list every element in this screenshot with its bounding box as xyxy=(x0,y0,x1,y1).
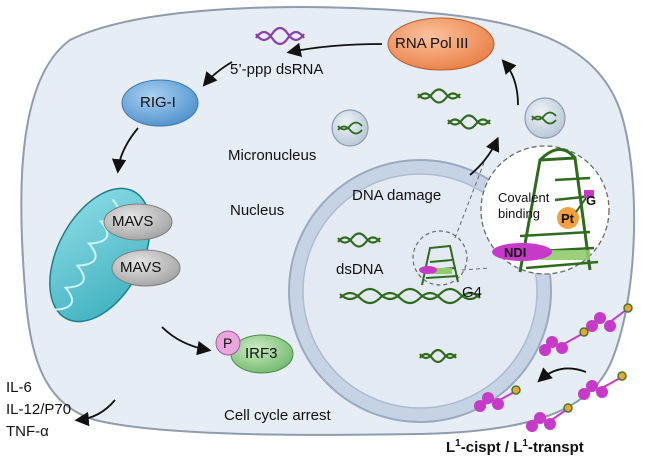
rig-i xyxy=(121,79,199,127)
dna-helix-icon xyxy=(337,232,381,248)
arrow-icon xyxy=(286,42,383,57)
compound-label: L1-cispt / L1-transpt xyxy=(446,438,584,456)
micronucleus xyxy=(524,97,566,139)
mavs xyxy=(111,249,181,287)
micronucleus xyxy=(331,109,369,147)
cytokine-label: IL-6 xyxy=(6,379,32,396)
rna-pol-iii xyxy=(387,17,495,71)
compound-label-superscript-1: 1 xyxy=(455,438,461,449)
dna-helix-icon xyxy=(339,287,481,305)
phosphate xyxy=(215,330,241,356)
cytokine-label: IL-12/P70 xyxy=(6,401,72,418)
covalent-binding-label: Covalent binding xyxy=(498,190,550,222)
arrow-icon xyxy=(111,127,139,174)
arrow-icon xyxy=(74,399,116,427)
dna-helix-icon xyxy=(447,114,491,130)
compound-label-superscript-2: 1 xyxy=(522,438,528,449)
mavs xyxy=(103,203,173,241)
cytokine-label: TNF-α xyxy=(6,423,49,440)
g4-label: G4 xyxy=(462,284,483,301)
rig-i-label: RIG-I xyxy=(140,94,176,111)
ppp-dsrna-label: 5’-ppp dsRNA xyxy=(230,61,324,78)
dna-helix-icon xyxy=(417,88,461,104)
cell-cycle-arrest-label: Cell cycle arrest xyxy=(224,407,331,424)
compound-label-prefix: L xyxy=(446,439,456,456)
g4-quadruplex-icon xyxy=(412,230,468,286)
compound-label-suffix: -transpt xyxy=(527,439,584,456)
nucleus-label: Nucleus xyxy=(230,202,285,219)
dsdna-label: dsDNA xyxy=(336,261,384,278)
arrow-icon xyxy=(469,136,500,176)
arrow-icon xyxy=(537,367,587,383)
dna-helix-icon xyxy=(419,348,457,364)
dna-damage-label: DNA damage xyxy=(352,187,442,204)
arrow-icon xyxy=(501,59,519,106)
g-label: G xyxy=(586,193,597,208)
rna-pol-iii-label: RNA Pol III xyxy=(395,35,469,52)
compound-label-middle: -cispt / L xyxy=(460,439,523,456)
arrow-icon xyxy=(161,326,212,356)
dsrna-icon xyxy=(255,26,305,46)
ndi-label: NDI xyxy=(504,245,527,260)
irf3-label: IRF3 xyxy=(245,345,278,362)
compound-molecule-icon xyxy=(474,303,633,432)
pt-label: Pt xyxy=(561,211,574,226)
g4-zoom-inset xyxy=(480,145,610,275)
arrow-icon xyxy=(202,61,233,87)
phosphate-label: P xyxy=(223,335,233,351)
mavs-label-2: MAVS xyxy=(120,259,162,276)
micronucleus-label: Micronucleus xyxy=(228,147,317,164)
mavs-label-1: MAVS xyxy=(112,213,154,230)
